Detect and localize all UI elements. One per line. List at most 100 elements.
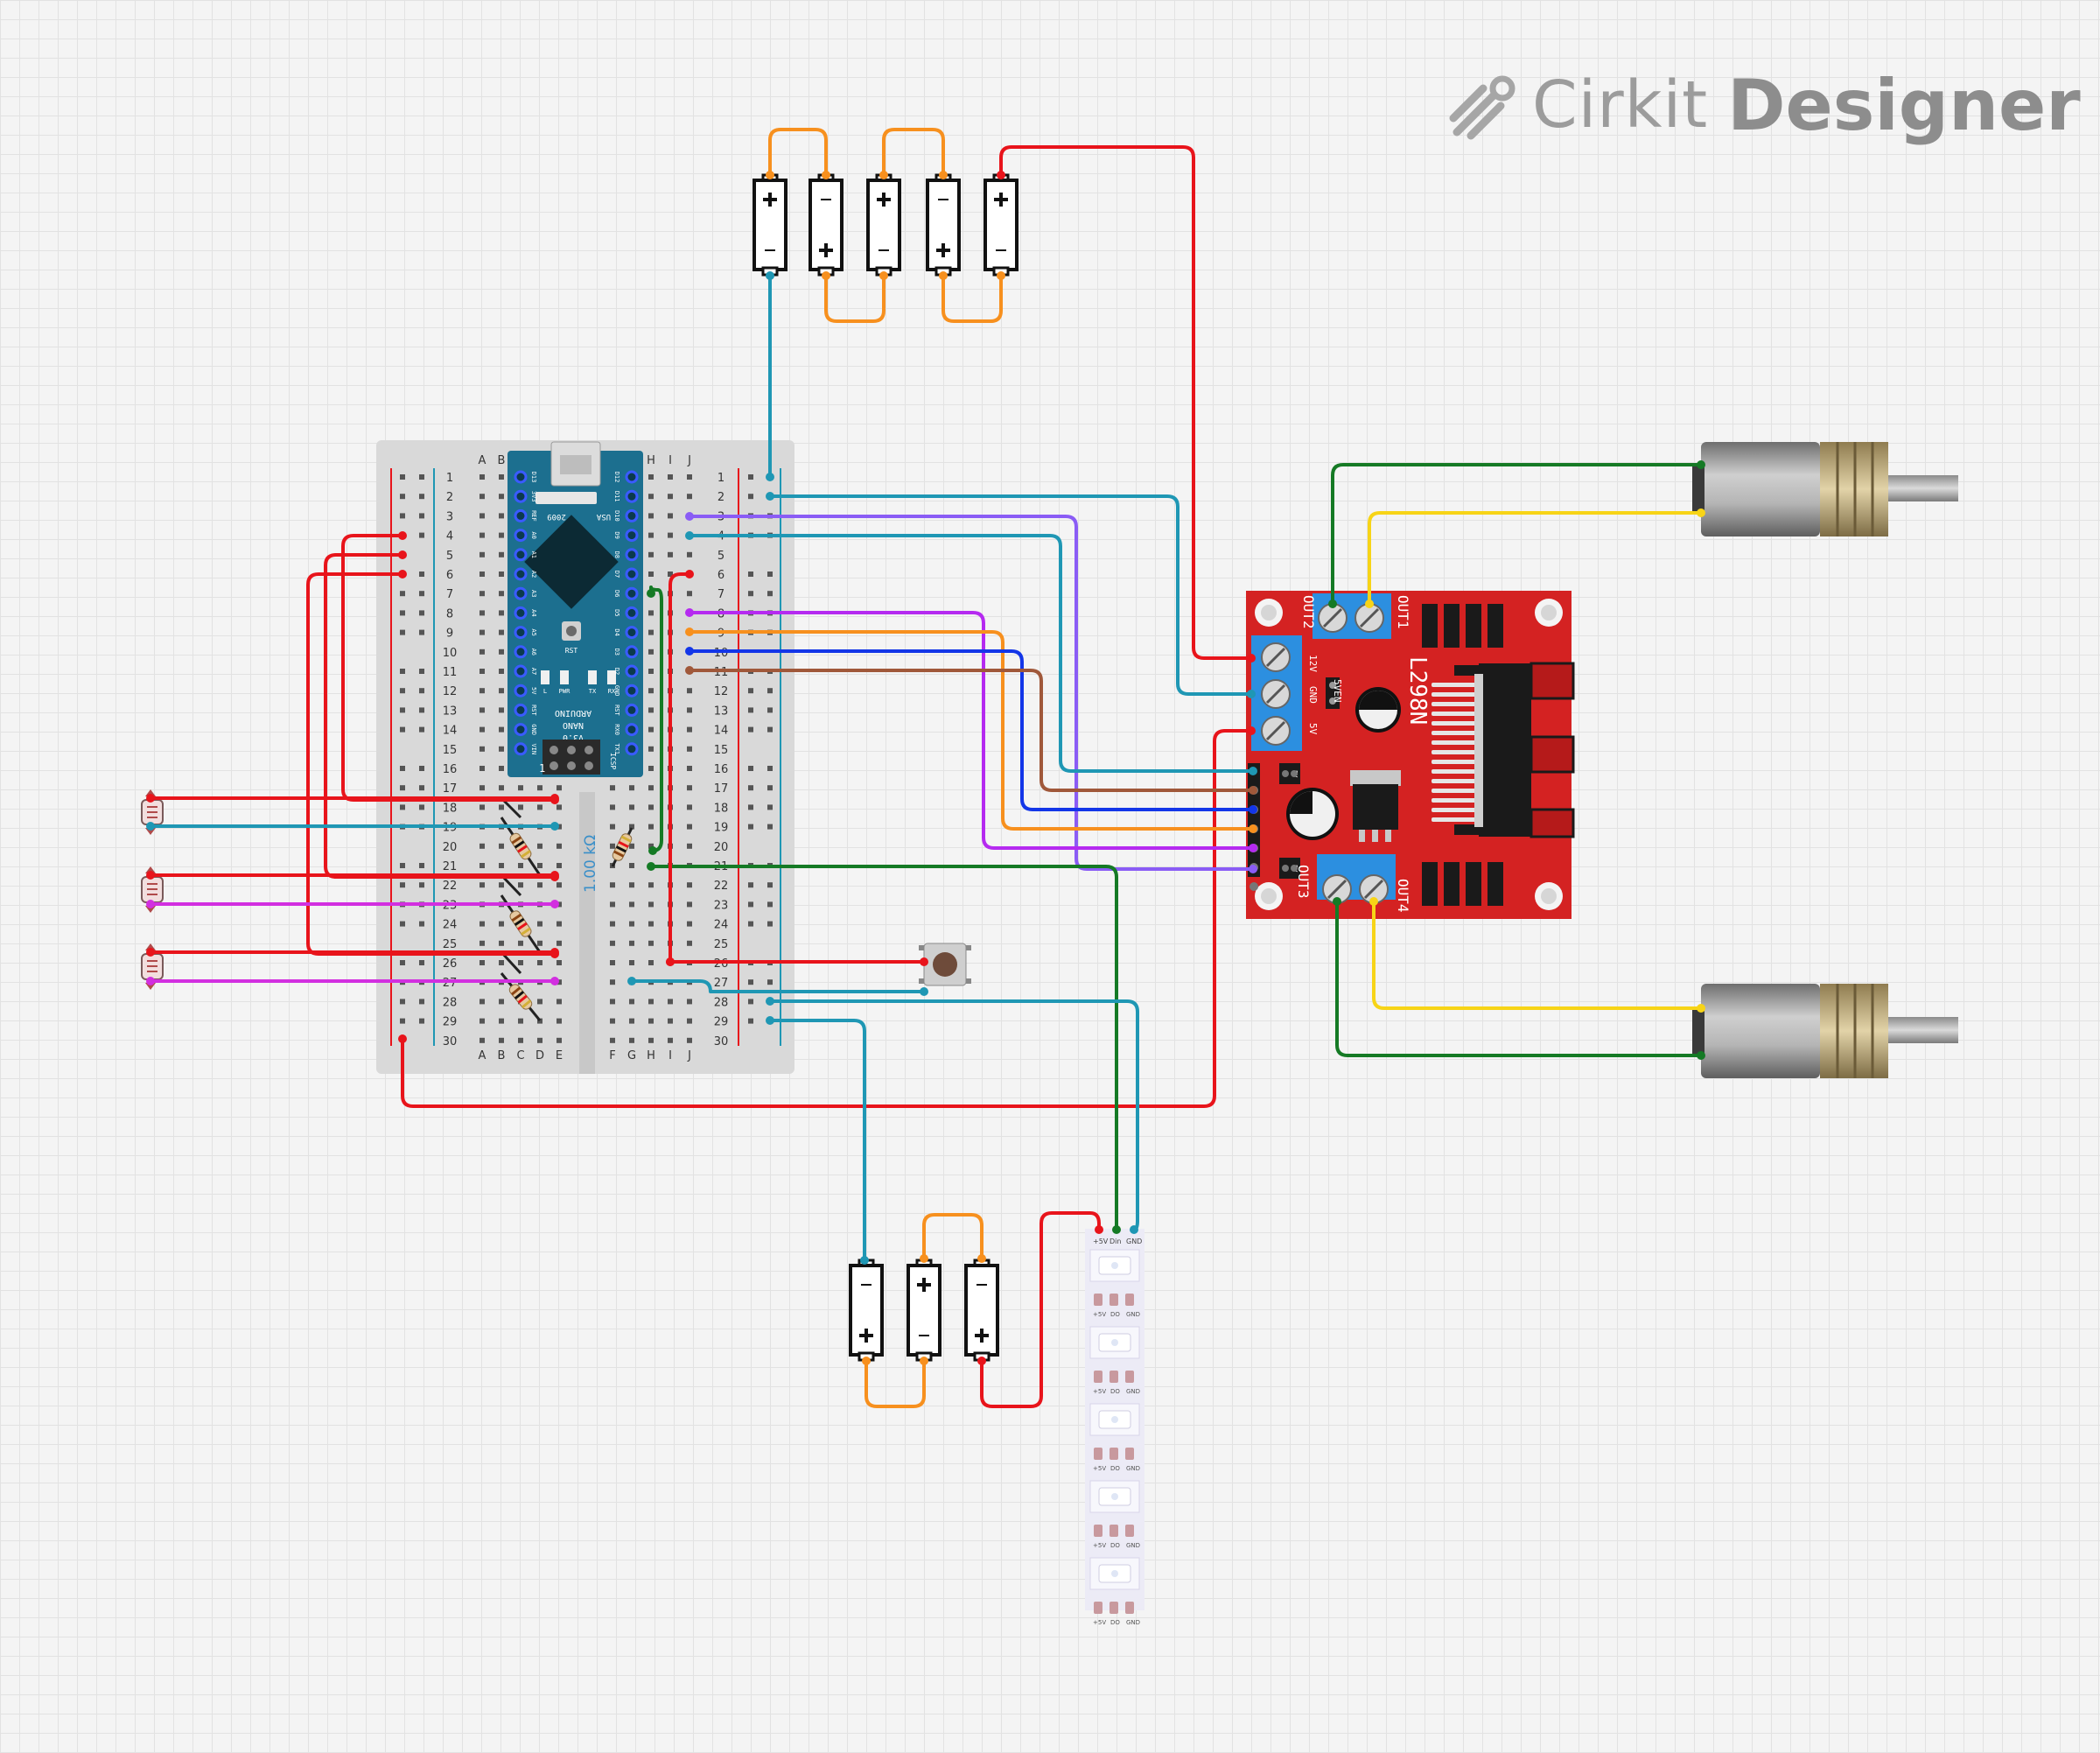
breadboard-hole[interactable] xyxy=(648,785,654,791)
breadboard-hole[interactable] xyxy=(648,766,654,771)
breadboard-hole[interactable] xyxy=(610,999,615,1005)
breadboard-hole[interactable] xyxy=(556,824,562,830)
rail-hole[interactable] xyxy=(748,474,753,480)
rail-hole[interactable] xyxy=(748,979,753,985)
breadboard-hole[interactable] xyxy=(499,882,504,888)
rail-hole[interactable] xyxy=(400,474,405,480)
rail-hole[interactable] xyxy=(748,726,753,733)
breadboard-hole[interactable] xyxy=(537,940,542,946)
wire-battery-positive-to-12v[interactable] xyxy=(999,145,1253,660)
breadboard-hole[interactable] xyxy=(537,1037,542,1043)
breadboard-hole[interactable] xyxy=(629,843,634,849)
wire-motor1-out2[interactable] xyxy=(1331,463,1703,606)
wire-battery-link-5[interactable] xyxy=(922,1213,984,1260)
breadboard-hole[interactable] xyxy=(648,999,654,1005)
breadboard-hole[interactable] xyxy=(687,766,692,771)
breadboard-hole[interactable] xyxy=(480,940,485,946)
breadboard-hole[interactable] xyxy=(687,882,692,888)
rail-hole[interactable] xyxy=(400,882,405,888)
rail-hole[interactable] xyxy=(767,688,773,694)
nano-pin-left[interactable] xyxy=(514,664,528,678)
breadboard-hole[interactable] xyxy=(556,979,562,985)
breadboard-hole[interactable] xyxy=(480,746,485,752)
breadboard-hole[interactable] xyxy=(687,999,692,1005)
breadboard-hole[interactable] xyxy=(537,843,542,849)
breadboard-hole[interactable] xyxy=(687,1018,692,1024)
breadboard-hole[interactable] xyxy=(648,669,654,674)
breadboard-hole[interactable] xyxy=(480,882,485,888)
breadboard-hole[interactable] xyxy=(556,804,562,810)
breadboard-hole[interactable] xyxy=(610,843,615,849)
rail-hole[interactable] xyxy=(419,629,424,635)
rail-hole[interactable] xyxy=(400,785,405,791)
rail-hole[interactable] xyxy=(400,921,405,927)
breadboard-hole[interactable] xyxy=(610,901,615,908)
rail-hole[interactable] xyxy=(419,474,424,480)
rail-hole[interactable] xyxy=(419,960,424,965)
breadboard-hole[interactable] xyxy=(648,1037,654,1043)
nano-pin-right[interactable] xyxy=(625,529,639,543)
breadboard-hole[interactable] xyxy=(629,960,634,965)
breadboard-hole[interactable] xyxy=(629,921,634,927)
battery-cell[interactable] xyxy=(752,173,788,277)
breadboard-hole[interactable] xyxy=(648,882,654,888)
breadboard-hole[interactable] xyxy=(648,824,654,830)
breadboard-hole[interactable] xyxy=(556,940,562,946)
breadboard-hole[interactable] xyxy=(480,921,485,927)
rail-hole[interactable] xyxy=(767,785,773,791)
wire-button-to-pin[interactable] xyxy=(630,979,926,993)
rail-hole[interactable] xyxy=(748,999,753,1005)
breadboard-hole[interactable] xyxy=(668,1037,673,1043)
nano-pin-right[interactable] xyxy=(625,586,639,600)
battery-cell[interactable] xyxy=(964,1259,999,1362)
breadboard-hole[interactable] xyxy=(499,707,504,713)
nano-pin-right[interactable] xyxy=(625,626,639,640)
rail-hole[interactable] xyxy=(400,591,405,597)
breadboard-hole[interactable] xyxy=(668,1018,673,1024)
rail-hole[interactable] xyxy=(767,707,773,713)
breadboard-hole[interactable] xyxy=(629,999,634,1005)
nano-pin-left[interactable] xyxy=(514,606,528,620)
nano-pin-left[interactable] xyxy=(514,723,528,737)
resistor[interactable] xyxy=(611,827,634,867)
nano-pin-right[interactable] xyxy=(625,742,639,756)
breadboard-hole[interactable] xyxy=(687,843,692,849)
breadboard-hole[interactable] xyxy=(480,494,485,500)
breadboard-hole[interactable] xyxy=(480,726,485,733)
rail-hole[interactable] xyxy=(767,824,773,830)
breadboard-hole[interactable] xyxy=(687,688,692,694)
breadboard-hole[interactable] xyxy=(687,726,692,733)
breadboard-hole[interactable] xyxy=(629,863,634,868)
breadboard-hole[interactable] xyxy=(480,785,485,791)
wire-battery-link-3[interactable] xyxy=(824,274,886,323)
breadboard-hole[interactable] xyxy=(480,474,485,480)
breadboard-hole[interactable] xyxy=(610,785,615,791)
nano-pin-right[interactable] xyxy=(625,606,639,620)
rail-hole[interactable] xyxy=(419,726,424,733)
breadboard-hole[interactable] xyxy=(687,824,692,830)
nano-pin-left[interactable] xyxy=(514,529,528,543)
rail-hole[interactable] xyxy=(767,804,773,810)
terminal-out1-out2[interactable] xyxy=(1312,593,1391,639)
nano-pin-left[interactable] xyxy=(514,586,528,600)
nano-pin-right[interactable] xyxy=(625,723,639,737)
nano-pin-left[interactable] xyxy=(514,703,528,717)
breadboard-hole[interactable] xyxy=(687,785,692,791)
breadboard-hole[interactable] xyxy=(648,921,654,927)
photoresistors[interactable] xyxy=(141,789,164,990)
driver-header-pin[interactable] xyxy=(1250,882,1258,891)
breadboard-hole[interactable] xyxy=(668,494,673,500)
nano-pin-right[interactable] xyxy=(625,548,639,562)
breadboard-hole[interactable] xyxy=(629,940,634,946)
breadboard-hole[interactable] xyxy=(480,766,485,771)
rail-hole[interactable] xyxy=(748,921,753,927)
rail-hole[interactable] xyxy=(748,804,753,810)
breadboard-hole[interactable] xyxy=(499,474,504,480)
breadboard-hole[interactable] xyxy=(518,960,523,965)
breadboard-hole[interactable] xyxy=(480,707,485,713)
breadboard-hole[interactable] xyxy=(556,1037,562,1043)
breadboard-hole[interactable] xyxy=(499,746,504,752)
breadboard-hole[interactable] xyxy=(480,610,485,616)
wire-signal-teal[interactable] xyxy=(688,534,1255,773)
breadboard-hole[interactable] xyxy=(537,863,542,868)
